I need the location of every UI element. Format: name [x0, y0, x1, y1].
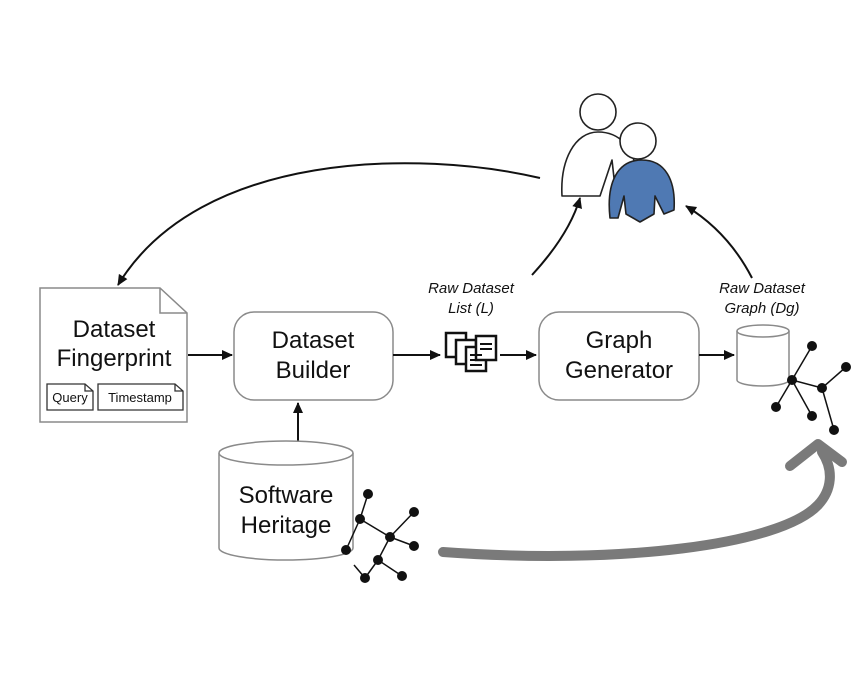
- users-icon: [561, 93, 675, 223]
- gray-feedback-arrowhead: [785, 439, 847, 471]
- builder-label-line1: Dataset: [272, 327, 355, 354]
- heritage-graph-network-icon: [341, 489, 419, 583]
- arrow-graph-to-users: [685, 205, 753, 279]
- builder-label-line2: Builder: [276, 357, 351, 384]
- heritage-label-line2: Heritage: [241, 512, 332, 539]
- raw-graph-database-icon: [736, 324, 790, 387]
- raw-graph-network-icon: [771, 341, 851, 435]
- query-tag: Query: [46, 383, 94, 411]
- arrow-list-to-users: [531, 197, 582, 276]
- curved-arrow-to-fingerprint: [117, 162, 541, 286]
- fingerprint-label-line1: Dataset: [73, 316, 156, 343]
- software-heritage-database: Software Heritage: [218, 440, 354, 561]
- fingerprint-label-line2: Fingerprint: [57, 345, 172, 372]
- heritage-label-line1: Software: [239, 482, 334, 509]
- query-label: Query: [52, 390, 88, 405]
- graph-generator-box: Graph Generator: [538, 311, 700, 401]
- raw-list-label-line1: Raw Dataset: [428, 280, 515, 297]
- generator-label-line2: Generator: [565, 357, 673, 384]
- timestamp-tag: Timestamp: [97, 383, 184, 411]
- raw-list-label-line2: List (L): [448, 300, 494, 317]
- raw-graph-label-line2: Graph (Dg): [724, 300, 799, 317]
- raw-graph-label-line1: Raw Dataset: [719, 280, 806, 297]
- stacked-documents-icon: [444, 331, 498, 373]
- generator-label-line1: Graph: [586, 327, 653, 354]
- dataset-fingerprint-document: Dataset Fingerprint Query Timestamp: [39, 287, 188, 423]
- timestamp-label: Timestamp: [108, 390, 172, 405]
- gray-feedback-arrow: [438, 447, 835, 561]
- dataset-builder-box: Dataset Builder: [233, 311, 394, 401]
